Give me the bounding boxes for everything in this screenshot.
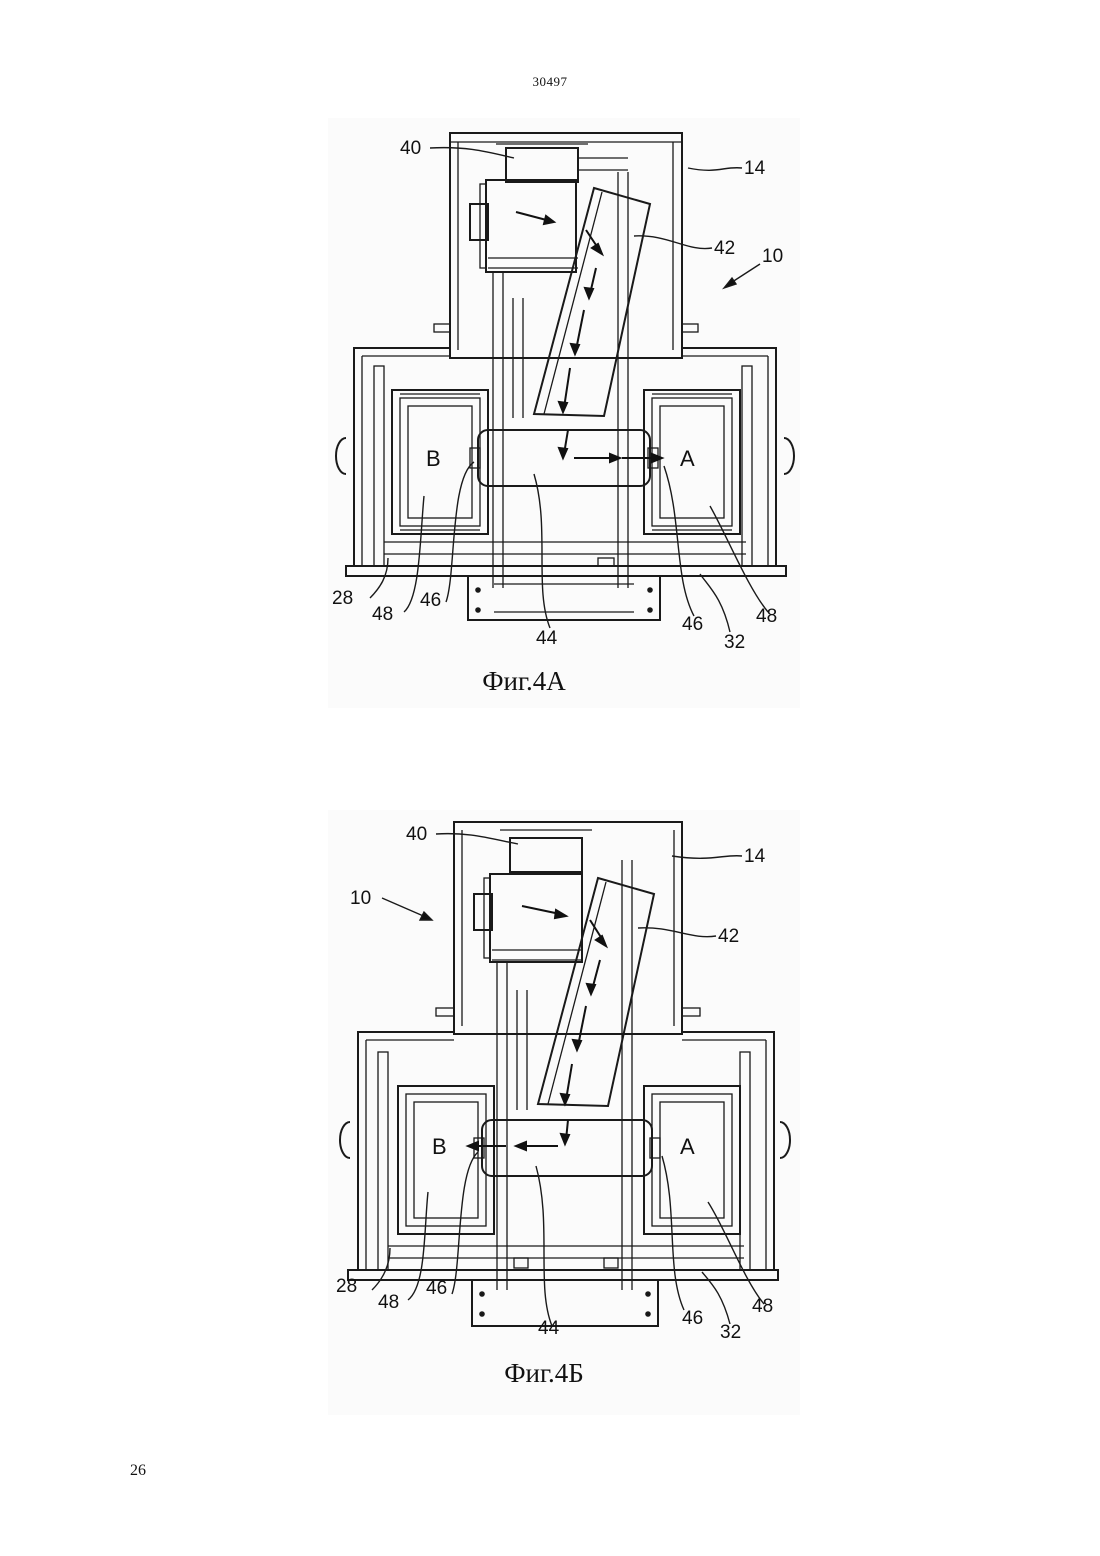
page-header: 30497 — [0, 74, 1100, 90]
label-28: 28 — [332, 588, 353, 609]
label-40: 40 — [400, 138, 421, 159]
label-14: 14 — [744, 846, 766, 867]
bin-b — [398, 1086, 494, 1234]
drive-unit — [506, 148, 578, 182]
label-46-right: 46 — [682, 614, 703, 635]
label-48-right: 48 — [752, 1296, 773, 1317]
figure-4a-drawing: 40 14 42 10 B A 28 48 46 44 46 48 32 — [328, 118, 800, 708]
page-number: 26 — [130, 1462, 146, 1480]
label-10: 10 — [762, 246, 783, 267]
upper-housing — [450, 133, 682, 358]
label-48-left: 48 — [378, 1292, 399, 1313]
label-46-left: 46 — [420, 590, 441, 611]
drive-unit — [510, 838, 582, 872]
label-48-right: 48 — [756, 606, 777, 627]
flow-arrows — [468, 906, 606, 1150]
zone-a-label: A — [680, 446, 695, 471]
figure-4a: 40 14 42 10 B A 28 48 46 44 46 48 32 Фиг… — [328, 118, 800, 708]
zone-b-label: B — [432, 1134, 447, 1159]
zone-a-label: A — [680, 1134, 695, 1159]
label-10: 10 — [350, 888, 371, 909]
bin-a — [644, 1086, 740, 1234]
label-42: 42 — [714, 238, 735, 259]
label-46-left: 46 — [426, 1278, 447, 1299]
label-32: 32 — [724, 632, 745, 653]
label-48-left: 48 — [372, 604, 393, 625]
label-44: 44 — [538, 1318, 560, 1339]
label-42: 42 — [718, 926, 739, 947]
figure-4b-drawing: 40 14 42 10 B A 28 48 46 44 46 48 32 — [328, 810, 800, 1415]
zone-b-label: B — [426, 446, 441, 471]
label-32: 32 — [720, 1322, 741, 1343]
label-40: 40 — [406, 824, 427, 845]
figure-caption: Фиг.4А — [288, 666, 760, 697]
label-44: 44 — [536, 628, 558, 649]
label-46-right: 46 — [682, 1308, 703, 1329]
figure-caption: Фиг.4Б — [308, 1358, 780, 1389]
figure-4b: 40 14 42 10 B A 28 48 46 44 46 48 32 Фиг… — [328, 810, 800, 1415]
label-14: 14 — [744, 158, 766, 179]
label-28: 28 — [336, 1276, 357, 1297]
